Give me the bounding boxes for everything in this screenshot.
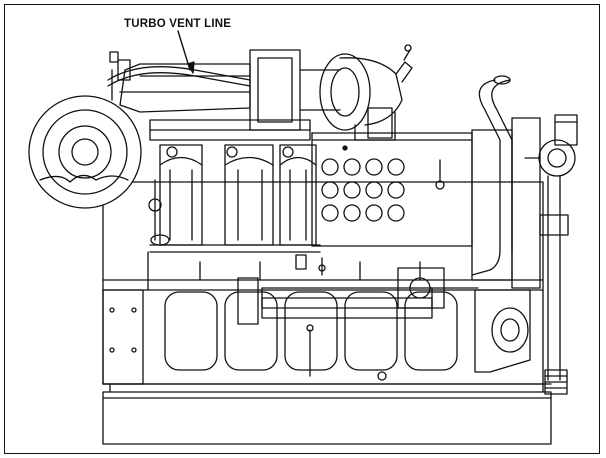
turbocharger — [320, 45, 412, 140]
left-end-components — [110, 52, 169, 290]
turbo-vent-line-label: TURBO VENT LINE — [124, 18, 232, 30]
oil-cooler-assembly — [238, 268, 478, 324]
intake-manifold — [120, 64, 310, 140]
cylinder-heads — [150, 145, 320, 252]
right-end-piping — [472, 76, 577, 394]
vibration-damper — [29, 96, 141, 208]
aftercooler-housing — [250, 50, 340, 130]
exhaust-shield-panel — [312, 133, 472, 246]
engine-base-skid — [103, 384, 551, 444]
callout-arrowhead — [188, 62, 194, 73]
turbo-vent-line-tube — [108, 67, 250, 100]
crankcase-block — [103, 182, 543, 384]
detail-fittings — [200, 255, 420, 280]
